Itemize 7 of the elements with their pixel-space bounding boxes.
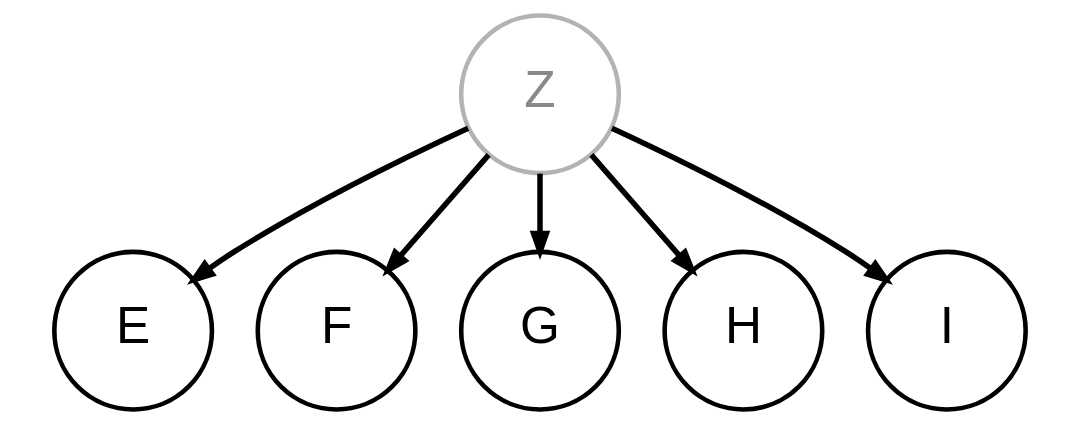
arrow [529,173,551,261]
arrow [589,153,698,277]
node-circle: G [458,249,622,412]
arrow [382,153,491,277]
arrow [610,125,893,285]
arrow [187,125,470,285]
node-circle: Z [458,13,622,176]
